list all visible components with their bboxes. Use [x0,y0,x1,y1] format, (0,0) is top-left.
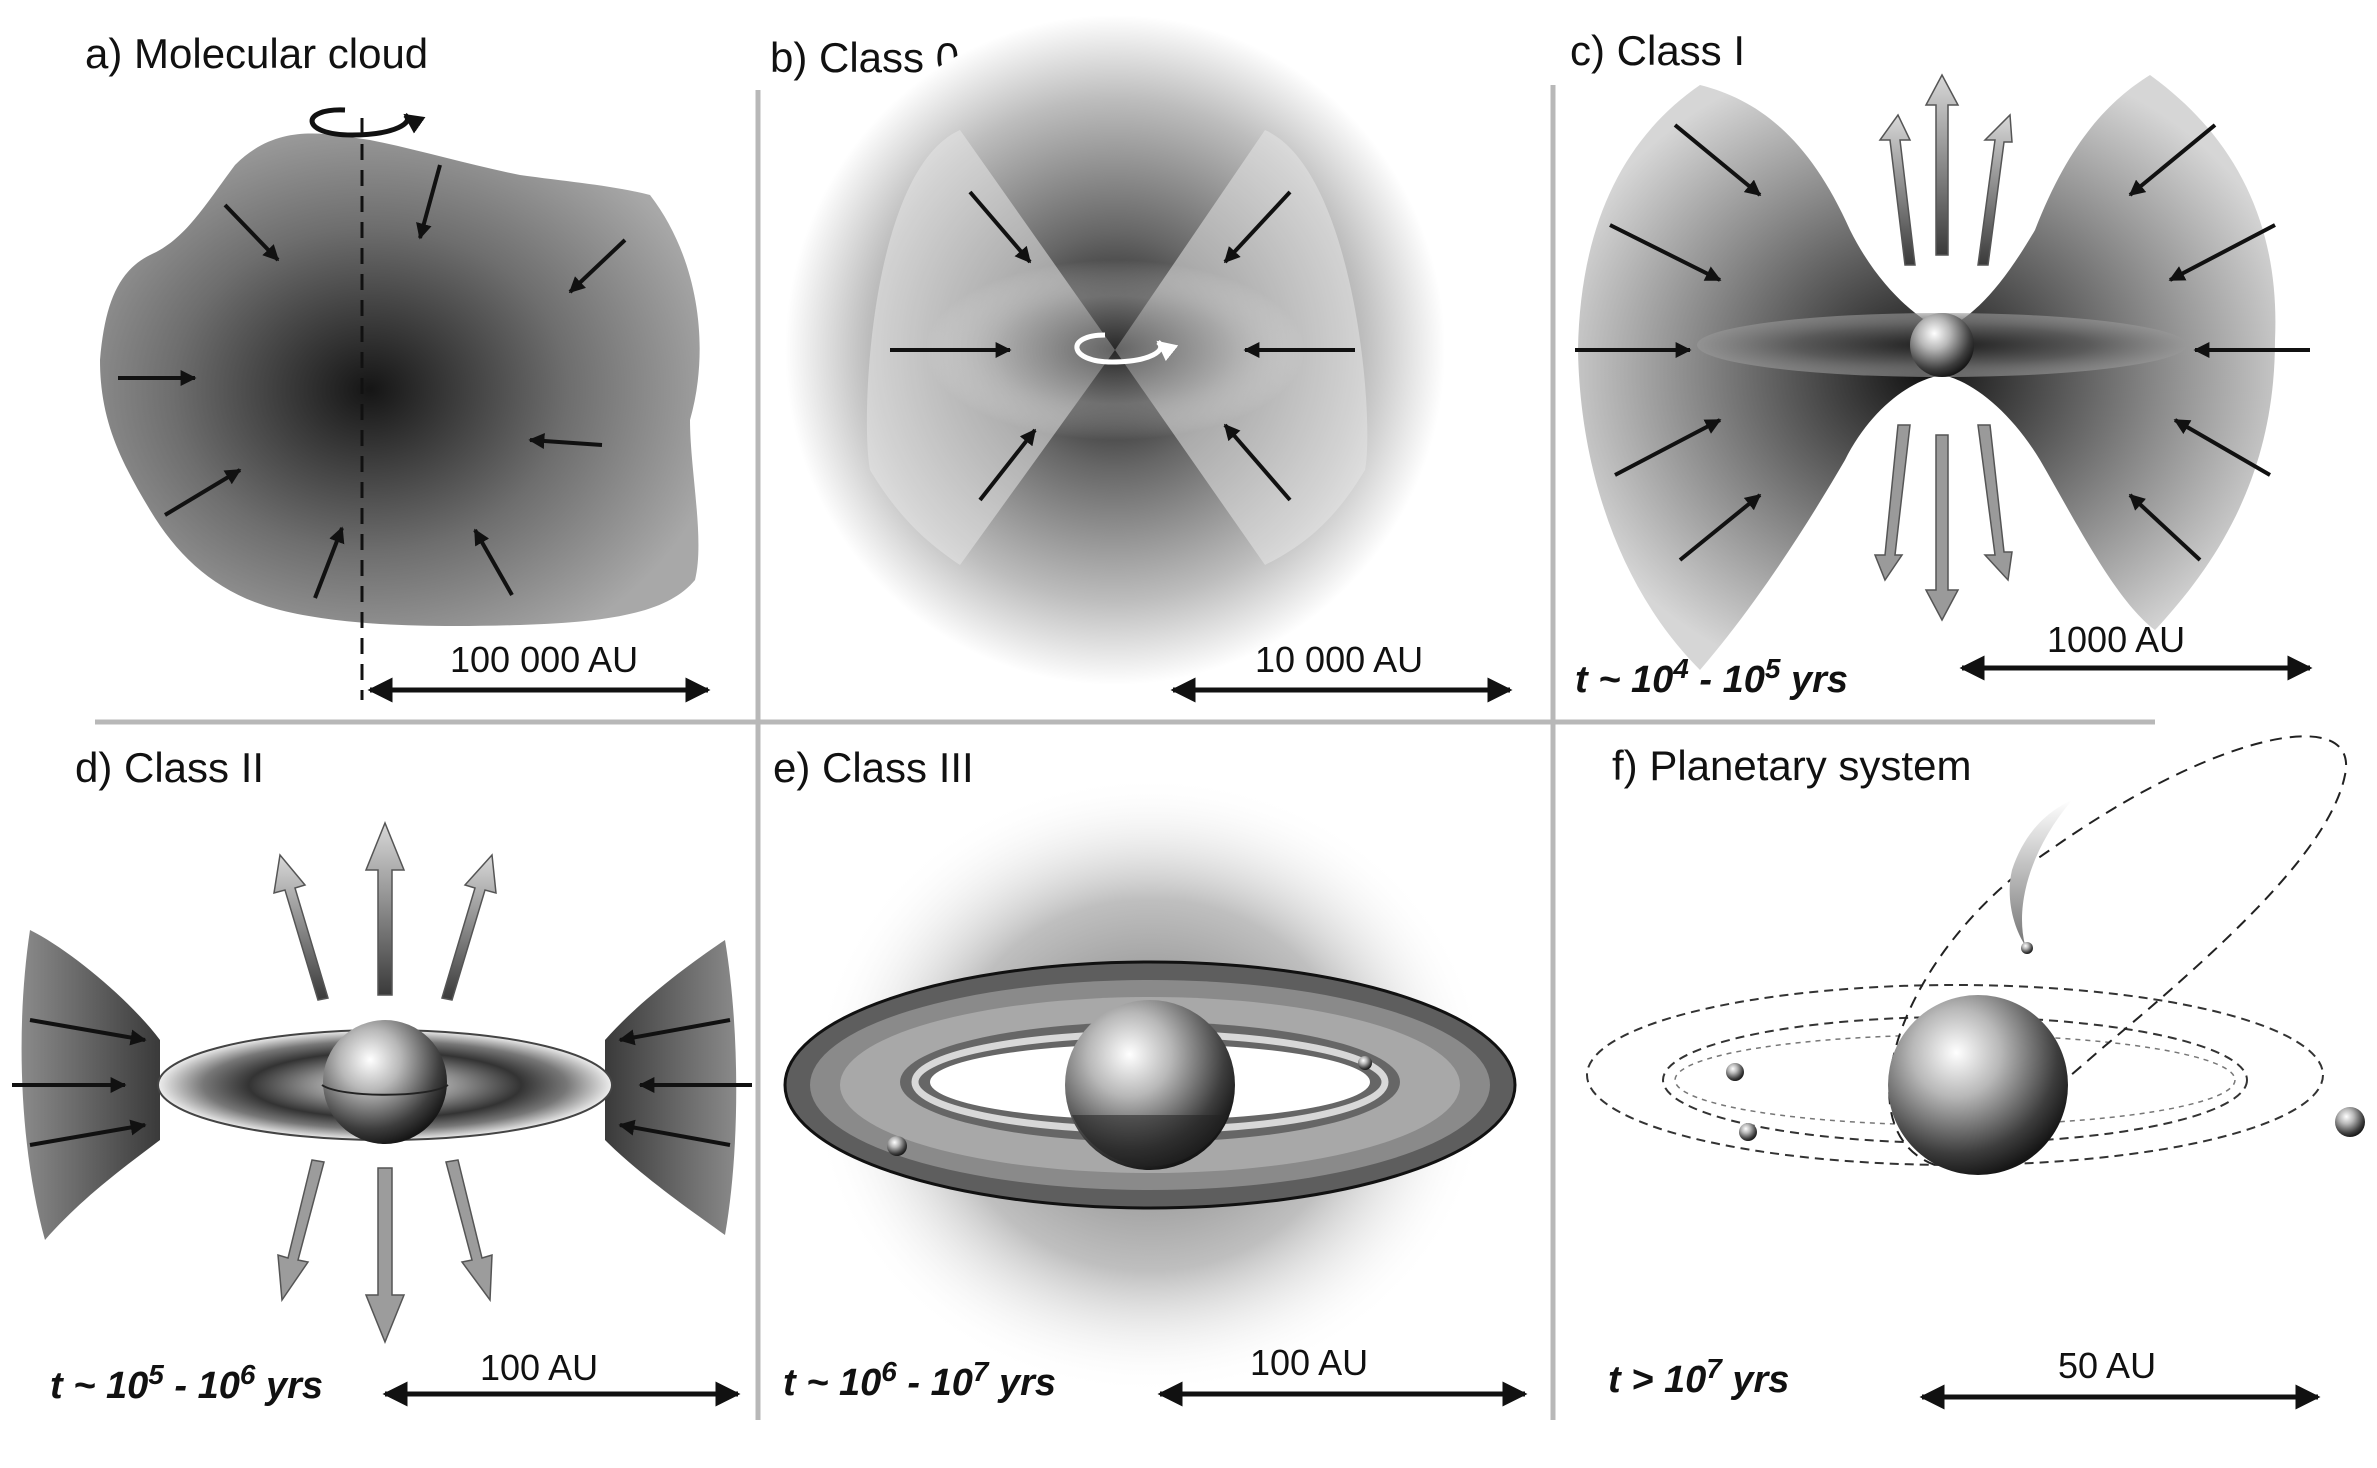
orbit-inner [1674,1034,2236,1126]
panel-dividers [95,85,2155,1420]
comet-nucleus [2021,942,2033,954]
wing-right [605,940,737,1235]
scale-label-d: 100 AU [480,1347,598,1388]
scale-label-a: 100 000 AU [450,639,638,680]
time-label-c: t ~ 104 - 105 yrs [1575,653,1848,701]
comet-orbit [1888,735,2348,1168]
time-label-d: t ~ 105 - 106 yrs [50,1359,323,1407]
central-star-f [1888,995,2068,1175]
scale-label-c: 1000 AU [2047,619,2185,660]
panel-b-title: b) Class 0 [770,34,959,81]
scale-label-b: 10 000 AU [1255,639,1423,680]
panel-a-title: a) Molecular cloud [85,30,428,77]
infall-arrows-d [12,1018,752,1147]
panel-e-title: e) Class III [773,744,974,791]
scale-label-f: 50 AU [2058,1345,2156,1386]
panel-e-class-iii: e) Class III 100 AU t ~ 106 - 107 yrs [773,744,1528,1407]
protostar-d [323,1020,447,1144]
panel-f-planetary-system: f) Planetary system 50 AU t > 107 yrs [1586,735,2365,1410]
infall-arrows-b [890,190,1355,502]
panel-c-class-i: c) Class I 1000 AU t ~ 104 - 105 [1570,27,2313,701]
panel-c-title: c) Class I [1570,27,1745,74]
disk-front-d [321,1084,449,1096]
panel-b-class-0: b) Class 0 10 000 AU [770,15,1513,703]
time-label-f: t > 107 yrs [1608,1353,1789,1401]
panel-f-title: f) Planetary system [1612,742,1971,789]
core-glow [925,260,1305,440]
planetesimal-1-e [1358,1056,1372,1070]
outflow-arrows-d [273,820,497,1345]
rotation-icon-b [1074,332,1179,365]
star-lower-e [1072,1115,1228,1167]
infall-arrows [118,164,627,599]
panel-a-molecular-cloud: a) Molecular cloud 100 000 AU [85,30,711,703]
panel-d-title: d) Class II [75,744,264,791]
comet-tail [2009,800,2072,945]
planet-1 [1726,1063,1744,1081]
planetesimal-2-e [887,1136,907,1156]
protostar-c [1910,313,1974,377]
scale-label-e: 100 AU [1250,1342,1368,1383]
cloud-shape [100,133,700,627]
time-label-e: t ~ 106 - 107 yrs [783,1356,1056,1404]
rotation-icon [309,107,426,138]
panel-d-class-ii: d) Class II 100 AU t ~ 105 - 106 yrs [12,744,752,1407]
infall-arrows-c [1575,123,2310,562]
planet-3 [2335,1107,2365,1137]
planet-2 [1739,1123,1757,1141]
outflow-arrows-c [1873,73,2013,622]
